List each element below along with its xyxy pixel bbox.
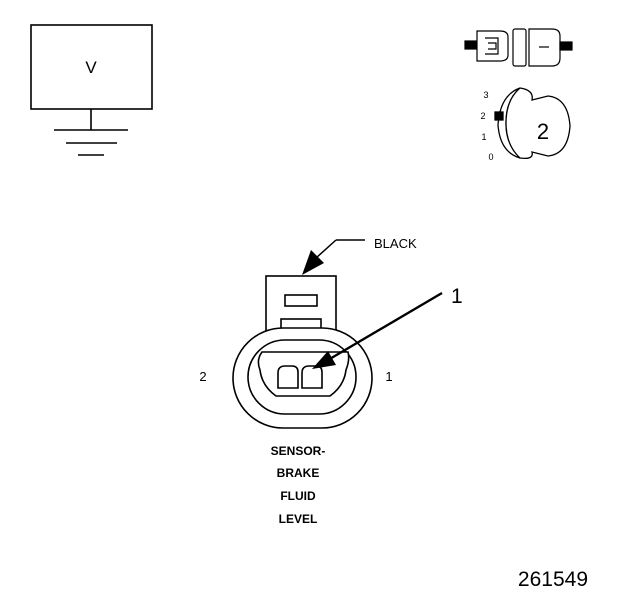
connector — [232, 275, 373, 429]
connector-name-line-3: FLUID — [280, 489, 316, 503]
selector-position-2: 2 — [480, 111, 485, 121]
probe-icon — [464, 28, 573, 67]
connector-color-label: BLACK — [374, 236, 417, 251]
connector-name-line-2: BRAKE — [277, 466, 320, 480]
cavity-right-label: 1 — [385, 369, 392, 384]
terminal-cavity-1 — [301, 365, 323, 389]
callout-number: 1 — [451, 285, 463, 308]
cavity-left-label: 2 — [199, 369, 206, 384]
voltmeter-symbol: V — [85, 58, 97, 77]
callout-leader — [312, 291, 443, 369]
selector-position-1: 1 — [481, 132, 486, 142]
selector-knob-icon — [494, 87, 571, 160]
selector-position-3: 3 — [483, 90, 488, 100]
connector-name-line-4: LEVEL — [279, 512, 318, 526]
color-leader — [302, 239, 365, 275]
voltmeter — [30, 24, 153, 156]
selector-position-0: 0 — [488, 152, 493, 162]
connector-lock-slot — [284, 294, 318, 307]
connector-name-line-1: SENSOR- — [271, 444, 326, 458]
selector-selected: 2 — [537, 119, 549, 144]
terminal-cavity-2 — [277, 365, 299, 389]
figure-number: 261549 — [518, 568, 588, 591]
